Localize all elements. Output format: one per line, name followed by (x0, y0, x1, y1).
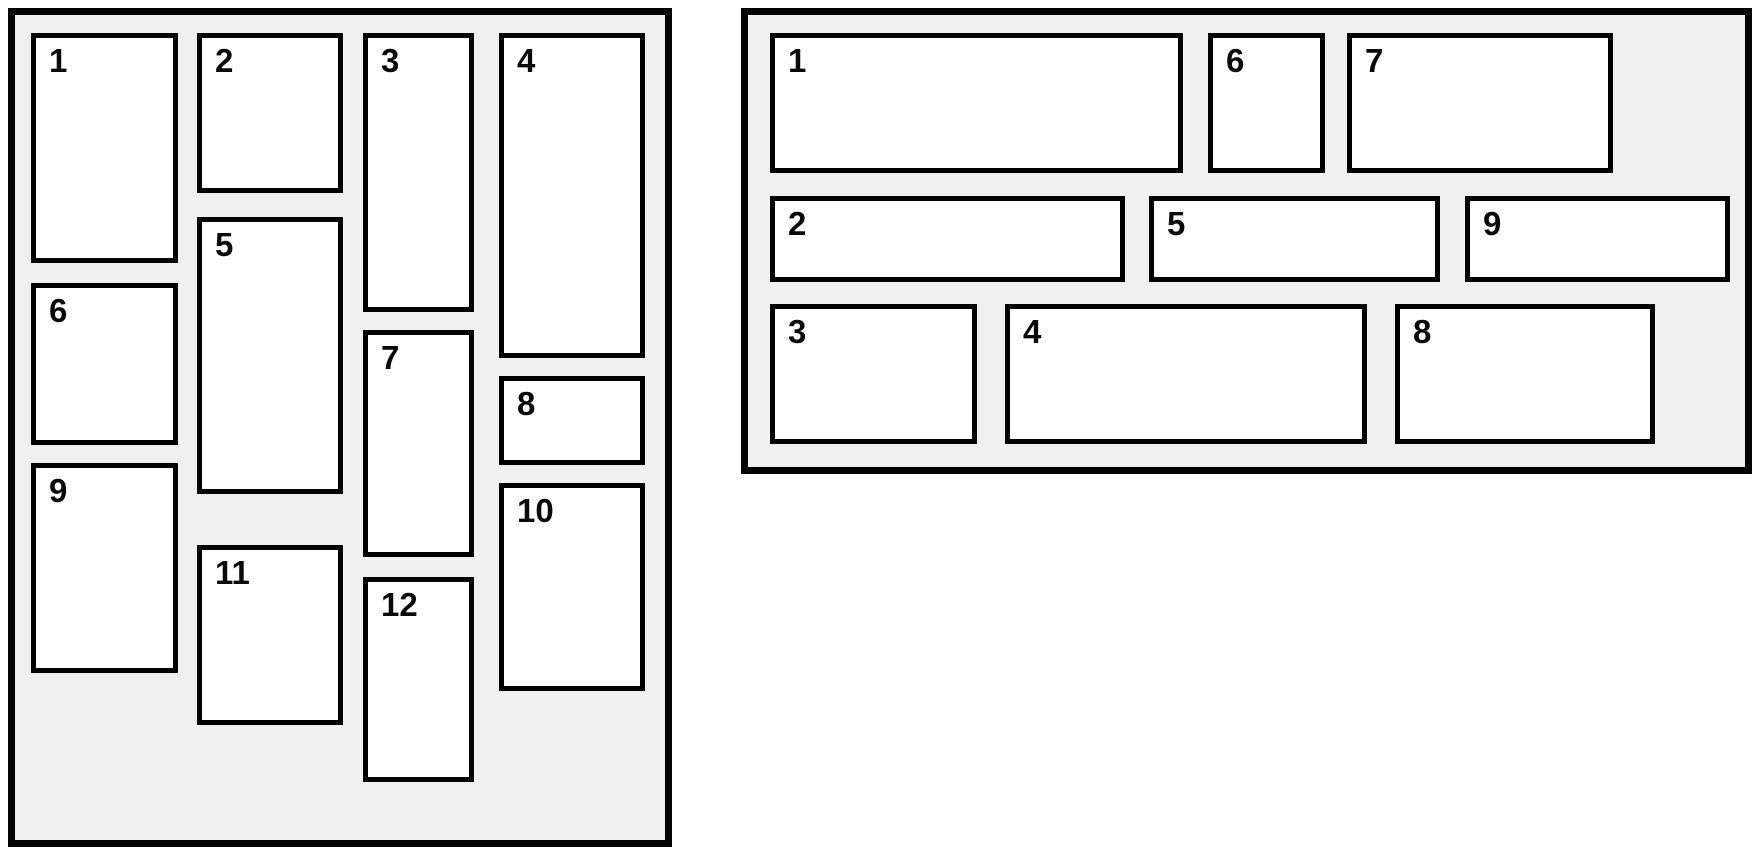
masonry-item: 3 (363, 33, 474, 312)
row-item: 2 (770, 196, 1125, 282)
masonry-item: 12 (363, 577, 474, 782)
row-item: 6 (1208, 33, 1325, 173)
row-item: 7 (1347, 33, 1613, 173)
row-item: 4 (1005, 304, 1367, 444)
row-item: 1 (770, 33, 1183, 173)
row-item: 5 (1149, 196, 1440, 282)
row-item: 8 (1395, 304, 1655, 444)
masonry-item: 11 (197, 545, 343, 725)
masonry-item: 1 (31, 33, 178, 263)
masonry-layout-panel: 1 2 3 4 5 6 7 8 9 10 11 12 (8, 8, 672, 847)
masonry-item: 7 (363, 330, 474, 557)
masonry-item: 2 (197, 33, 343, 193)
masonry-item: 8 (499, 376, 645, 465)
masonry-item: 6 (31, 283, 178, 445)
masonry-item: 4 (499, 33, 645, 358)
row-item: 3 (770, 304, 977, 444)
masonry-item: 10 (499, 483, 645, 691)
row-layout-panel: 1 6 7 2 5 9 3 4 8 (741, 8, 1752, 474)
masonry-item: 9 (31, 463, 178, 673)
masonry-item: 5 (197, 217, 343, 494)
row-item: 9 (1465, 196, 1730, 282)
